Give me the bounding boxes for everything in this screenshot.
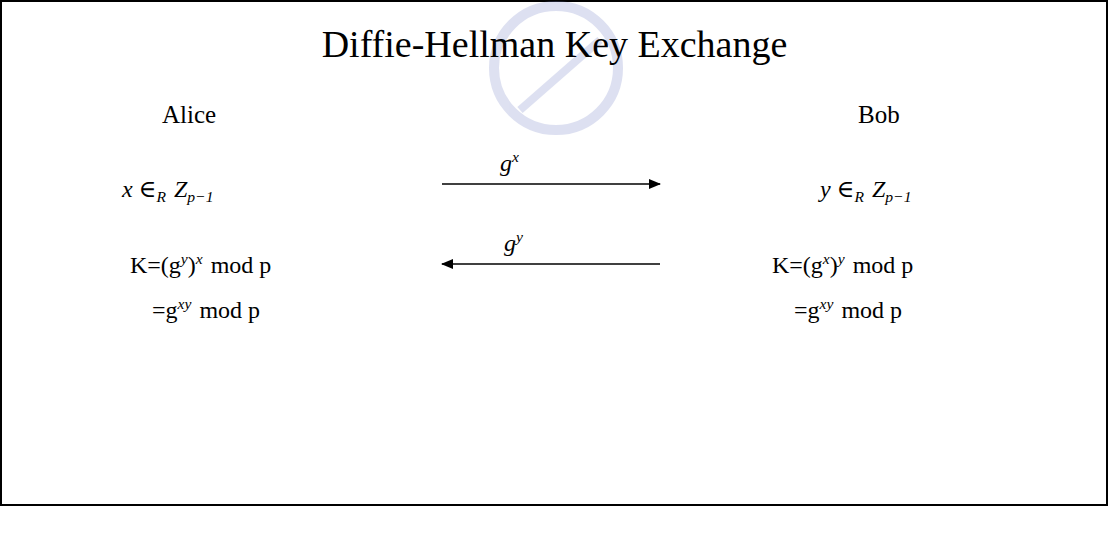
- math-text: mod p: [841, 297, 902, 323]
- math-expression: =gxy mod p: [794, 295, 902, 325]
- math-text: p−1: [885, 188, 911, 205]
- math-text: K=(g: [772, 252, 823, 278]
- math-text: Z: [872, 176, 885, 202]
- math-text: x ∈: [122, 176, 156, 202]
- math-text: g: [504, 230, 516, 256]
- math-expression: x ∈RZp−1: [122, 175, 213, 207]
- math-expression: =gxy mod p: [152, 295, 260, 325]
- math-expression: y ∈RZp−1: [820, 175, 911, 207]
- math-text: R: [854, 188, 864, 205]
- math-text: mod p: [199, 297, 260, 323]
- message-label: gx: [496, 148, 523, 178]
- math-text: mod p: [853, 252, 914, 278]
- math-text: xy: [820, 295, 834, 312]
- math-text: R: [156, 188, 166, 205]
- message-label: gy: [500, 228, 527, 258]
- math-text: x: [196, 250, 203, 267]
- math-text: Z: [174, 176, 187, 202]
- math-text: y: [838, 250, 845, 267]
- math-text: Alice: [162, 101, 216, 128]
- math-expression: K=(gx)y mod p: [772, 250, 913, 280]
- message-arrow: [442, 263, 660, 265]
- math-text: =g: [794, 297, 820, 323]
- party-name: Bob: [858, 100, 900, 130]
- math-text: x: [823, 250, 830, 267]
- math-text: Bob: [858, 101, 900, 128]
- message-arrow: [442, 183, 660, 185]
- slide-border: [1, 1, 1107, 505]
- math-text: y: [181, 250, 188, 267]
- party-name: Alice: [162, 100, 216, 130]
- math-text: y: [516, 228, 523, 245]
- slide-title: Diffie-Hellman Key Exchange: [0, 22, 1109, 66]
- math-text: xy: [178, 295, 192, 312]
- math-text: p−1: [187, 188, 213, 205]
- math-text: ): [188, 252, 196, 278]
- math-text: mod p: [211, 252, 272, 278]
- math-text: y ∈: [820, 176, 854, 202]
- math-expression: K=(gy)x mod p: [130, 250, 271, 280]
- math-text: g: [500, 150, 512, 176]
- math-text: ): [830, 252, 838, 278]
- math-text: x: [512, 148, 519, 165]
- math-text: K=(g: [130, 252, 181, 278]
- math-text: =g: [152, 297, 178, 323]
